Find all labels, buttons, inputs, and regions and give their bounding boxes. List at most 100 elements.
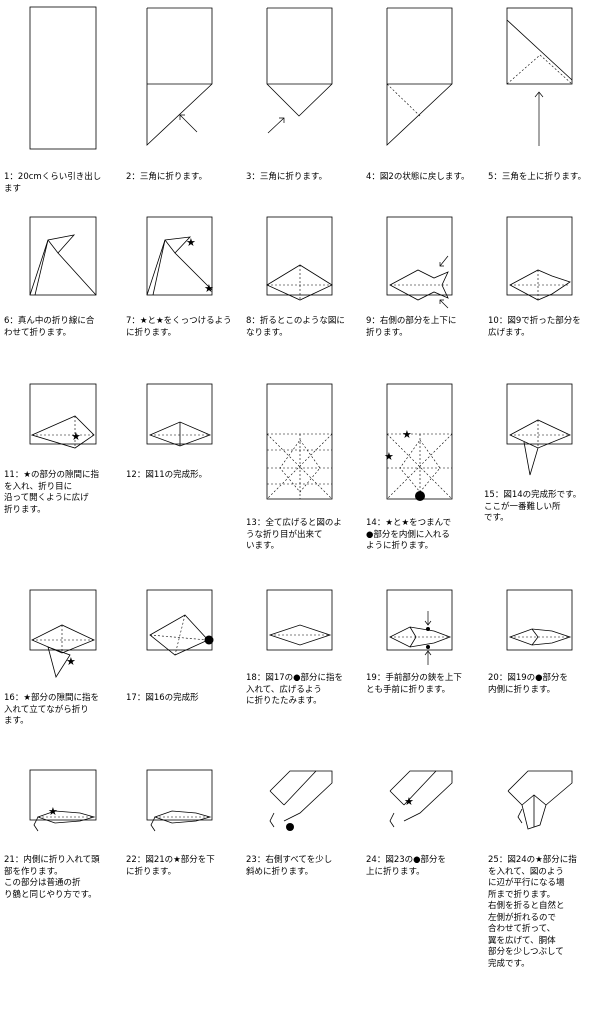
step-number: 8： xyxy=(246,316,260,326)
step-number: 14： xyxy=(366,518,386,528)
step-7: ★ ★ 7：★と★をくっつけるよう に折ります。 xyxy=(120,210,240,338)
star-marker: ★ xyxy=(402,428,412,441)
diagram-step-9 xyxy=(386,216,453,309)
step-19: 19：手前部分の鋏を上下 とも手前に折ります。 xyxy=(360,585,480,695)
step-number: 12： xyxy=(126,470,146,480)
step-number: 21： xyxy=(4,855,24,865)
step-1: 1：20cmくらい引き出し ます xyxy=(0,0,120,194)
dot-marker xyxy=(415,491,425,501)
step-text: ★の部分の隙間に指 を入れ、折り目に 沿って開くように広げ 折ります。 xyxy=(4,470,99,515)
diagram-step-10 xyxy=(506,216,573,301)
diagram-step-12 xyxy=(146,383,213,447)
step-number: 1： xyxy=(4,172,18,182)
step-number: 11： xyxy=(4,470,24,480)
step-number: 9： xyxy=(366,316,380,326)
step-8: 8：折るとこのような図に なります。 xyxy=(240,210,360,338)
step-number: 10： xyxy=(488,316,508,326)
step-13: 13：全て広げると図のよ うな折り目が出来て います。 xyxy=(240,380,360,551)
step-15: 15：図14の完成形です。 ここが一番難しい所 です。 xyxy=(480,380,600,523)
step-text: 図16の完成形 xyxy=(145,693,199,703)
step-number: 4： xyxy=(366,172,380,182)
step-text: 20cmくらい引き出し ます xyxy=(4,172,102,194)
step-5: 5：三角を上に折ります。 xyxy=(480,0,600,182)
dot-marker xyxy=(426,627,430,631)
step-text: ★と★をくっつけるよう に折ります。 xyxy=(126,316,232,338)
diagram-step-13 xyxy=(266,383,333,500)
diagram-step-15 xyxy=(506,383,573,476)
step-number: 18： xyxy=(246,673,266,683)
step-21: ★ 21：内側に折り入れて頭 部を作ります。 この部分は普通の折 り鶴と同じやり… xyxy=(0,765,120,900)
step-number: 25： xyxy=(488,855,508,865)
step-text: 真ん中の折り線に合 わせて折ります。 xyxy=(4,316,95,338)
diagram-step-23 xyxy=(269,770,333,831)
step-14: ★ ★ 14：★と★をつまんで ●部分を内側に入れる ように折ります。 xyxy=(360,380,480,551)
step-number: 2： xyxy=(126,172,140,182)
step-number: 22： xyxy=(126,855,146,865)
diagram-step-25 xyxy=(507,770,573,830)
step-text: 図24の★部分に指 を入れて、図のよう に辺が平行になる場 所まで折ります。 右… xyxy=(488,855,577,969)
step-4: 4：図2の状態に戻します。 xyxy=(360,0,480,182)
step-text: 図19の●部分を 内側に折ります。 xyxy=(488,673,569,695)
step-text: 右側の部分を上下に 折ります。 xyxy=(366,316,457,338)
star-marker: ★ xyxy=(404,795,414,808)
step-text: 図2の状態に戻します。 xyxy=(379,172,470,182)
step-text: 図23の●部分を 上に折ります。 xyxy=(366,855,447,877)
diagram-step-5 xyxy=(506,7,573,146)
diagram-step-17 xyxy=(146,589,214,656)
dot-marker xyxy=(204,635,214,645)
step-text: 図9で折った部分を 広げます。 xyxy=(488,316,581,338)
diagram-step-19 xyxy=(386,589,453,665)
step-number: 24： xyxy=(366,855,386,865)
diagram-step-24: ★ xyxy=(389,770,453,828)
step-number: 6： xyxy=(4,316,18,326)
star-marker: ★ xyxy=(48,805,58,818)
step-number: 7： xyxy=(126,316,140,326)
step-18: 18：図17の●部分に指を 入れて、広げるよう に折りたたみます。 xyxy=(240,585,360,706)
step-number: 20： xyxy=(488,673,508,683)
step-number: 13： xyxy=(246,518,266,528)
step-number: 3： xyxy=(246,172,260,182)
step-number: 16： xyxy=(4,693,24,703)
step-text: 三角を上に折ります。 xyxy=(501,172,587,182)
step-6: 6：真ん中の折り線に合 わせて折ります。 xyxy=(0,210,120,338)
step-12: 12：図11の完成形。 xyxy=(120,380,240,480)
step-23: 23：右側すべてを少し 斜めに折ります。 xyxy=(240,765,360,877)
step-24: ★ 24：図23の●部分を 上に折ります。 xyxy=(360,765,480,877)
diagram-step-18 xyxy=(266,589,333,651)
step-16: ★ 16：★部分の隙間に指を 入れて立てながら折り ます。 xyxy=(0,585,120,726)
dot-marker xyxy=(426,645,430,649)
step-text: 図21の★部分を下 に折ります。 xyxy=(126,855,215,877)
step-text: 三角に折ります。 xyxy=(139,172,208,182)
step-text: 三角に折ります。 xyxy=(259,172,328,182)
diagram-step-14: ★ ★ xyxy=(384,383,453,501)
step-text: 図14の完成形です。 ここが一番難しい所 です。 xyxy=(484,490,582,523)
diagram-step-21: ★ xyxy=(29,769,97,832)
step-number: 17： xyxy=(126,693,146,703)
step-text: 折るとこのような図に なります。 xyxy=(246,316,345,338)
step-9: 9：右側の部分を上下に 折ります。 xyxy=(360,210,480,338)
step-10: 10：図9で折った部分を 広げます。 xyxy=(480,210,600,338)
step-text: 図17の●部分に指を 入れて、広げるよう に折りたたみます。 xyxy=(246,673,344,706)
step-text: 内側に折り入れて頭 部を作ります。 この部分は普通の折 り鶴と同じやり方です。 xyxy=(4,855,100,900)
star-marker: ★ xyxy=(384,450,394,463)
step-2: 2：三角に折ります。 xyxy=(120,0,240,182)
step-22: 22：図21の★部分を下 に折ります。 xyxy=(120,765,240,877)
diagram-step-16: ★ xyxy=(29,589,97,678)
step-number: 19： xyxy=(366,673,386,683)
diagram-step-20 xyxy=(506,589,573,651)
diagram-step-4 xyxy=(386,7,453,146)
step-25: 25：図24の★部分に指 を入れて、図のよう に辺が平行になる場 所まで折ります… xyxy=(480,765,600,969)
diagram-step-11: ★ xyxy=(29,383,97,449)
star-marker: ★ xyxy=(186,236,196,249)
step-text: ★と★をつまんで ●部分を内側に入れる ように折ります。 xyxy=(366,518,452,551)
step-number: 5： xyxy=(488,172,502,182)
step-number: 23： xyxy=(246,855,266,865)
star-marker: ★ xyxy=(71,430,81,443)
step-3: 3：三角に折ります。 xyxy=(240,0,360,182)
step-text: 右側すべてを少し 斜めに折ります。 xyxy=(246,855,333,877)
step-text: ★部分の隙間に指を 入れて立てながら折り ます。 xyxy=(4,693,99,726)
step-20: 20：図19の●部分を 内側に折ります。 xyxy=(480,585,600,695)
step-17: 17：図16の完成形 xyxy=(120,585,240,703)
diagram-step-7: ★ ★ xyxy=(146,216,214,296)
diagram-step-2 xyxy=(146,7,213,146)
